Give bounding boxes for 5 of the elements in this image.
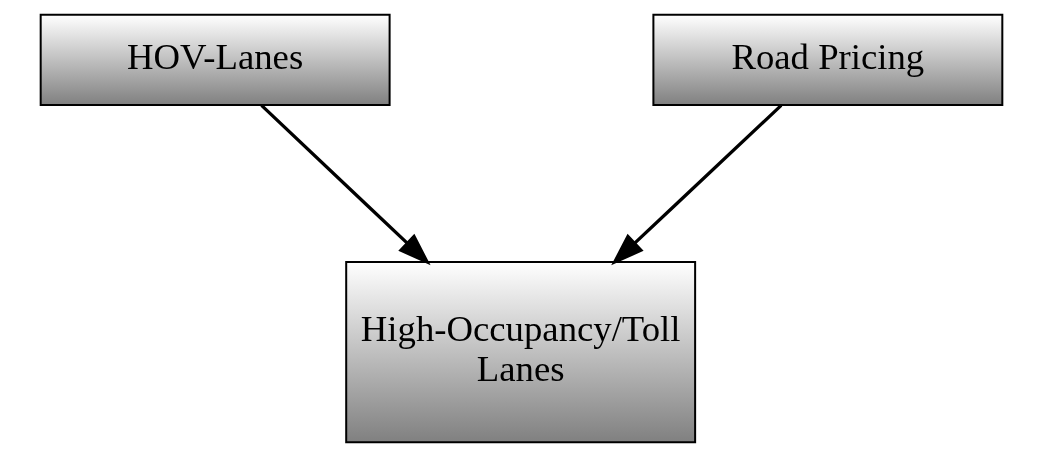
node-box: High-Occupancy/Toll Lanes — [345, 260, 697, 444]
arrow — [260, 104, 431, 266]
node-box: Road Pricing — [652, 13, 1004, 106]
node-box: HOV-Lanes — [39, 13, 391, 106]
arrow — [611, 104, 783, 266]
